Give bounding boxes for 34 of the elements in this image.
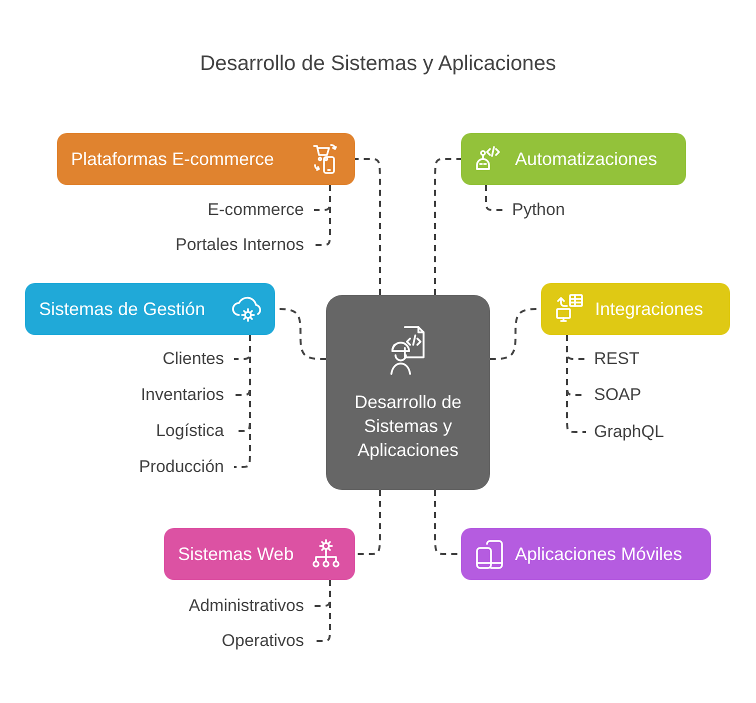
category-title: Automatizaciones [515, 148, 658, 170]
item-label: Operativos [222, 630, 314, 652]
connector-line [355, 490, 381, 555]
item-label: GraphQL [586, 421, 664, 443]
category-title: Integraciones [595, 298, 704, 320]
item-label: Administrativos [188, 595, 314, 617]
central-title: Desarrollo de Sistemas y Aplicaciones [353, 390, 463, 462]
connector-line [434, 158, 461, 295]
connector-line [566, 335, 586, 433]
item-label: Portales Internos [175, 234, 314, 256]
category-title: Sistemas Web [178, 544, 294, 564]
category-box [461, 528, 711, 580]
item-label: REST [586, 348, 640, 370]
central-box [326, 295, 490, 490]
category-title: Sistemas de Gestión [39, 298, 206, 320]
category-title: Aplicaciones Móviles [515, 544, 682, 564]
diagram-title: Desarrollo de Sistemas y Aplicaciones [199, 52, 557, 76]
connector-line [355, 158, 381, 295]
item-label: Python [504, 199, 565, 221]
category-box [164, 528, 355, 580]
connector-line [314, 580, 331, 642]
connector-line [485, 185, 504, 211]
item-label: SOAP [586, 384, 642, 406]
connector-line [314, 185, 331, 246]
category-box [541, 283, 730, 335]
item-label: E-commerce [208, 199, 314, 221]
item-label: Inventarios [140, 384, 234, 406]
item-label: Clientes [162, 348, 234, 370]
category-box [461, 133, 686, 185]
category-box [57, 133, 355, 185]
category-title: Plataformas E-commerce [71, 148, 274, 170]
item-label: Producción [138, 456, 234, 478]
category-box [25, 283, 275, 335]
item-label: Logística [156, 420, 234, 442]
